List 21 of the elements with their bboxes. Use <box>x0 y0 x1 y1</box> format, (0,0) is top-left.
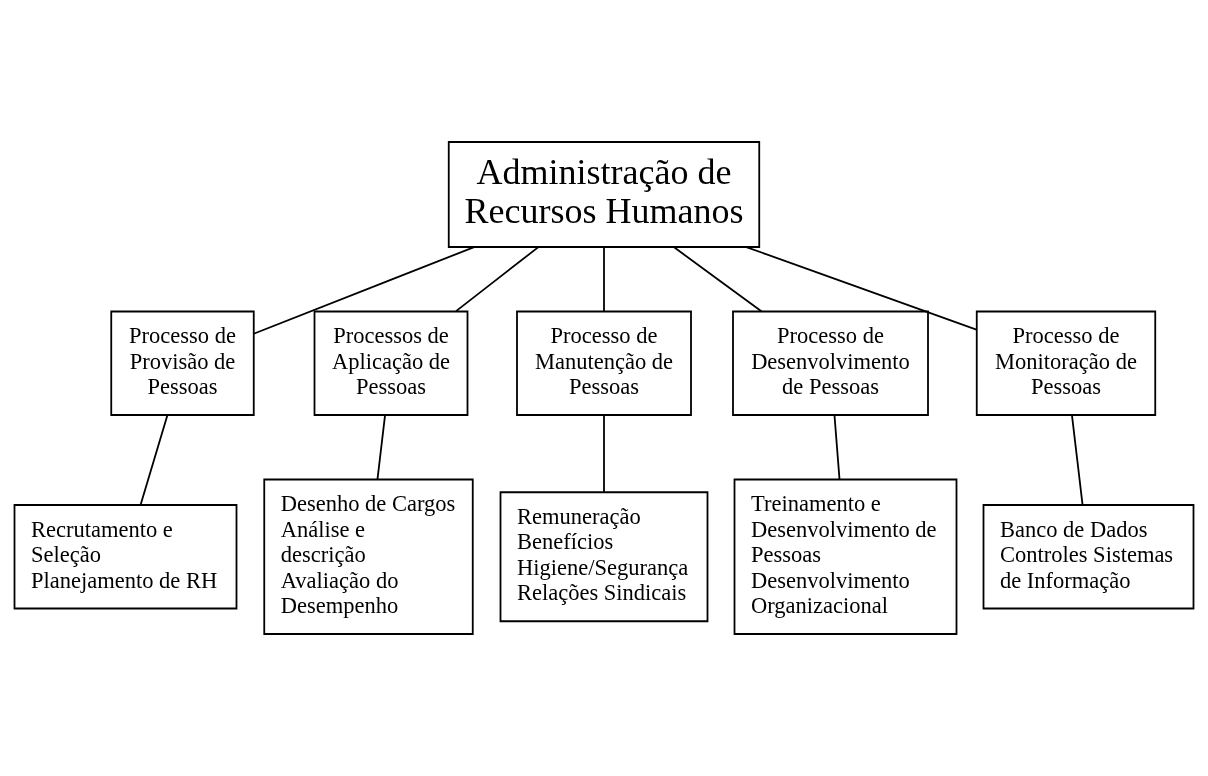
node-box: Processo de Manutenção de Pessoas <box>516 310 692 416</box>
node-box: Processo de Provisão de Pessoas <box>110 310 255 416</box>
node-box: Desenho de Cargos Análise e descrição Avaliação do Desempenho <box>263 478 474 635</box>
connector <box>672 246 763 313</box>
connector <box>603 414 605 494</box>
node-box: Treinamento e Desenvolvimento de Pessoas Desenvolvimento Organizacional <box>733 478 958 635</box>
connector <box>745 246 978 331</box>
connector <box>833 414 841 481</box>
connector <box>455 246 540 313</box>
node-box: Processos de Aplicação de Pessoas <box>313 310 469 416</box>
node-box: Processo de Desenvolvimento de Pessoas <box>732 310 929 416</box>
connector <box>252 246 475 335</box>
node-box: Administração de Recursos Humanos <box>447 141 761 248</box>
connector <box>139 414 169 506</box>
connector <box>1071 414 1084 506</box>
connector <box>603 246 605 313</box>
node-box: Recrutamento e Seleção Planejamento de RH <box>13 504 238 610</box>
node-box: Banco de Dados Controles Sistemas de Informação <box>982 504 1195 610</box>
connector <box>376 414 386 481</box>
node-box: Remuneração Benefícios Higiene/Segurança Relações Sindicais <box>499 491 709 623</box>
node-box: Processo de Monitoração de Pessoas <box>975 310 1157 416</box>
